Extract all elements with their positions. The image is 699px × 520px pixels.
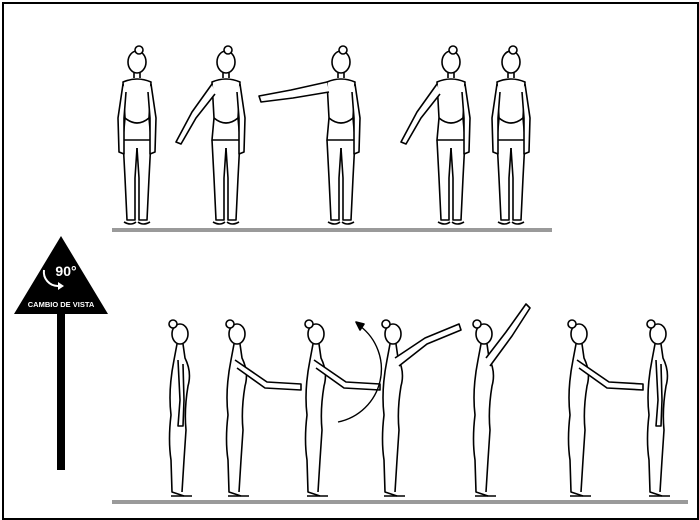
view-change-sign: 90° CAMBIO DE VISTA bbox=[14, 236, 108, 470]
exercise-illustration: 90° CAMBIO DE VISTA bbox=[4, 4, 697, 518]
front-row-figures bbox=[118, 46, 530, 224]
front-figure bbox=[401, 46, 470, 224]
side-figure bbox=[169, 320, 192, 496]
side-figure bbox=[382, 320, 461, 496]
side-figure bbox=[226, 320, 301, 496]
sign-angle: 90° bbox=[55, 263, 76, 279]
sign-post bbox=[57, 310, 65, 470]
sign-caption: CAMBIO DE VISTA bbox=[28, 300, 95, 309]
side-figure bbox=[568, 320, 643, 496]
ground-bottom bbox=[112, 500, 688, 504]
front-figure bbox=[259, 46, 360, 224]
side-row-figures bbox=[169, 304, 670, 496]
ground-top bbox=[112, 228, 552, 232]
side-figure bbox=[305, 320, 381, 496]
front-figure bbox=[118, 46, 156, 224]
side-figure bbox=[473, 304, 530, 496]
side-figure bbox=[647, 320, 670, 496]
front-figure bbox=[176, 46, 245, 224]
front-figure bbox=[492, 46, 530, 224]
